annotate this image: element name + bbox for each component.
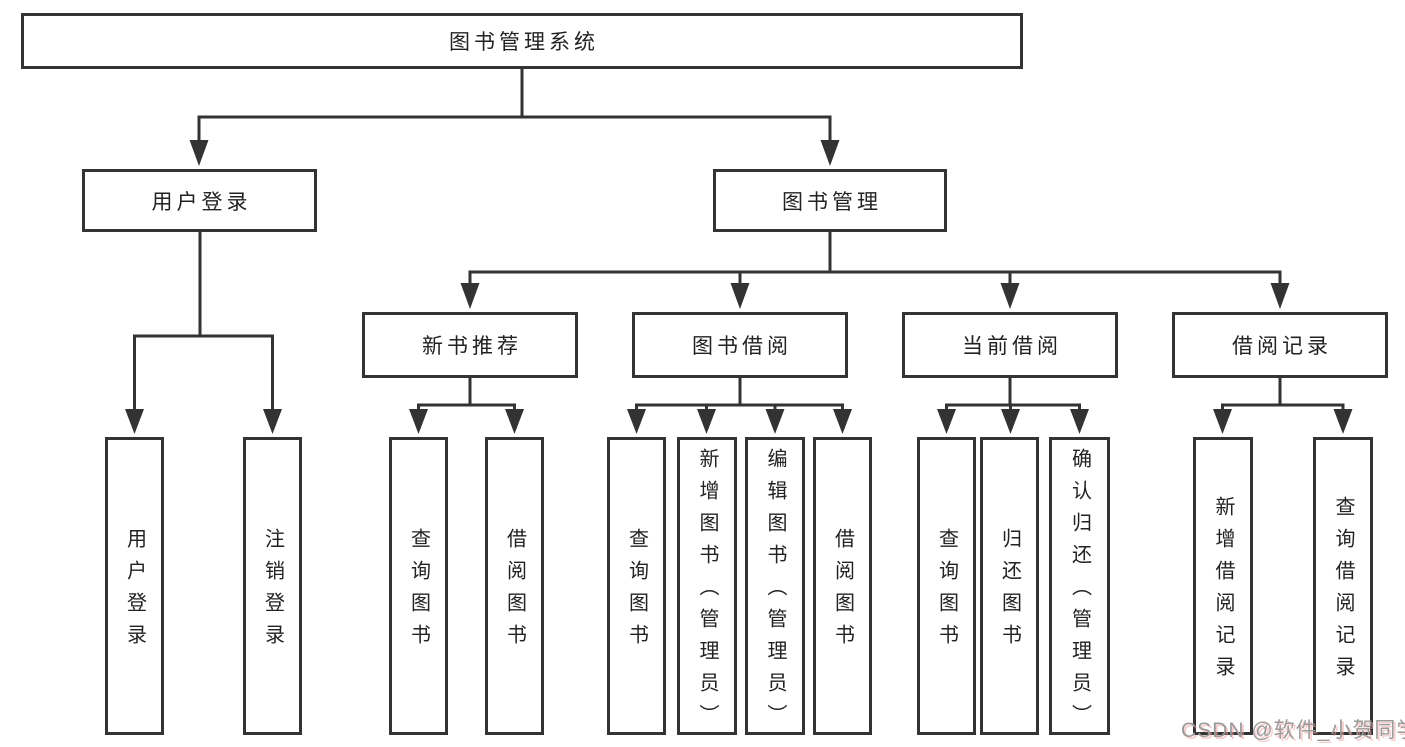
node-label: 查询图书 [935,528,958,656]
node-label: 借阅图书 [503,528,526,656]
leaf-edit-book-admin: 编辑图书（管理员） [745,437,805,736]
node-label: 借阅记录 [1232,335,1332,358]
leaf-query-books-current: 查询图书 [917,437,976,735]
node-label: 新增图书（管理员） [696,448,718,736]
leaf-user-login: 用户登录 [105,437,164,735]
node-label: 新书推荐 [422,335,522,358]
node-label: 图书管理系统 [449,31,599,54]
node-label: 图书借阅 [692,335,792,358]
leaf-logout: 注销登录 [243,437,302,735]
leaf-confirm-return-admin: 确认归还（管理员） [1049,437,1110,736]
leaf-query-books-recommend: 查询图书 [389,437,448,735]
node-label: 确认归还（管理员） [1068,448,1091,736]
leaf-add-borrow-record: 新增借阅记录 [1193,437,1253,735]
leaf-query-borrow-record: 查询借阅记录 [1313,437,1373,735]
csdn-watermark: CSDN @软件_小贺同学 [1181,719,1405,742]
node-label: 新增借阅记录 [1212,496,1234,688]
node-label: 注销登录 [261,528,284,656]
leaf-add-book-admin: 新增图书（管理员） [677,437,737,736]
node-label: 查询借阅记录 [1332,496,1354,688]
node-label: 当前借阅 [962,335,1062,358]
node-label: 编辑图书（管理员） [764,448,786,736]
node-book-borrowing: 图书借阅 [632,312,848,378]
node-label: 图书管理 [782,190,882,214]
node-new-book-recommend: 新书推荐 [362,312,578,378]
node-library-management-system: 图书管理系统 [21,13,1023,69]
node-label: 用户登录 [123,528,146,656]
node-book-management-module: 图书管理 [713,169,947,232]
node-borrowing-records: 借阅记录 [1172,312,1388,378]
leaf-query-books-borrowing: 查询图书 [607,437,666,735]
node-label: 归还图书 [998,528,1021,656]
leaf-borrow-books: 借阅图书 [813,437,872,735]
node-label: 用户登录 [151,190,252,214]
node-label: 查询图书 [625,528,648,656]
leaf-return-books: 归还图书 [980,437,1039,735]
node-label: 查询图书 [407,528,430,656]
node-current-borrowing: 当前借阅 [902,312,1118,378]
node-user-login-module: 用户登录 [82,169,317,232]
node-label: 借阅图书 [831,528,854,656]
leaf-borrow-books-recommend: 借阅图书 [485,437,544,735]
